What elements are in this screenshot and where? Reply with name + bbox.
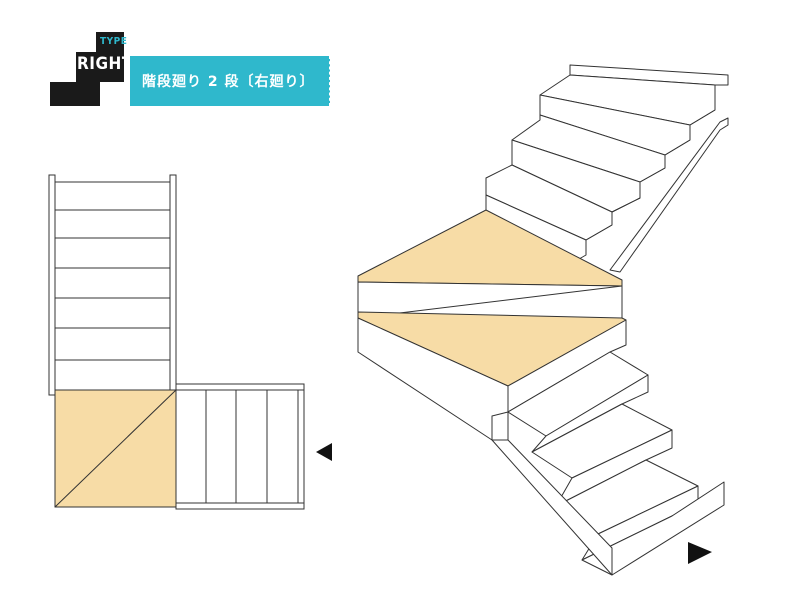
triangle-left-icon [316, 443, 332, 461]
iso-upper-flight [485, 64, 729, 271]
header: TYPE RIGHT 階段廻り 2 段〔右廻り〕 [50, 32, 330, 108]
triangle-down-right-icon [688, 542, 712, 564]
page-title: 階段廻り 2 段〔右廻り〕 [142, 74, 315, 90]
plan-winder-diagonal [54, 389, 177, 508]
plan-upper-flight [54, 181, 171, 391]
badge-block [96, 32, 124, 52]
type-value: RIGHT [77, 54, 133, 74]
iso-upper-stringer [609, 117, 729, 273]
iso-lower-stringer [491, 439, 613, 576]
badge-block [76, 52, 124, 82]
iso-lower-flight [507, 319, 725, 576]
iso-winder-tread-upper [357, 209, 623, 287]
plan-newel [297, 389, 305, 504]
plan-handrail-bottom [175, 502, 305, 510]
title-band: 階段廻り 2 段〔右廻り〕 [130, 56, 330, 106]
badge-block [50, 82, 100, 106]
plan-handrail-top [175, 383, 305, 391]
type-label: TYPE [100, 36, 128, 47]
